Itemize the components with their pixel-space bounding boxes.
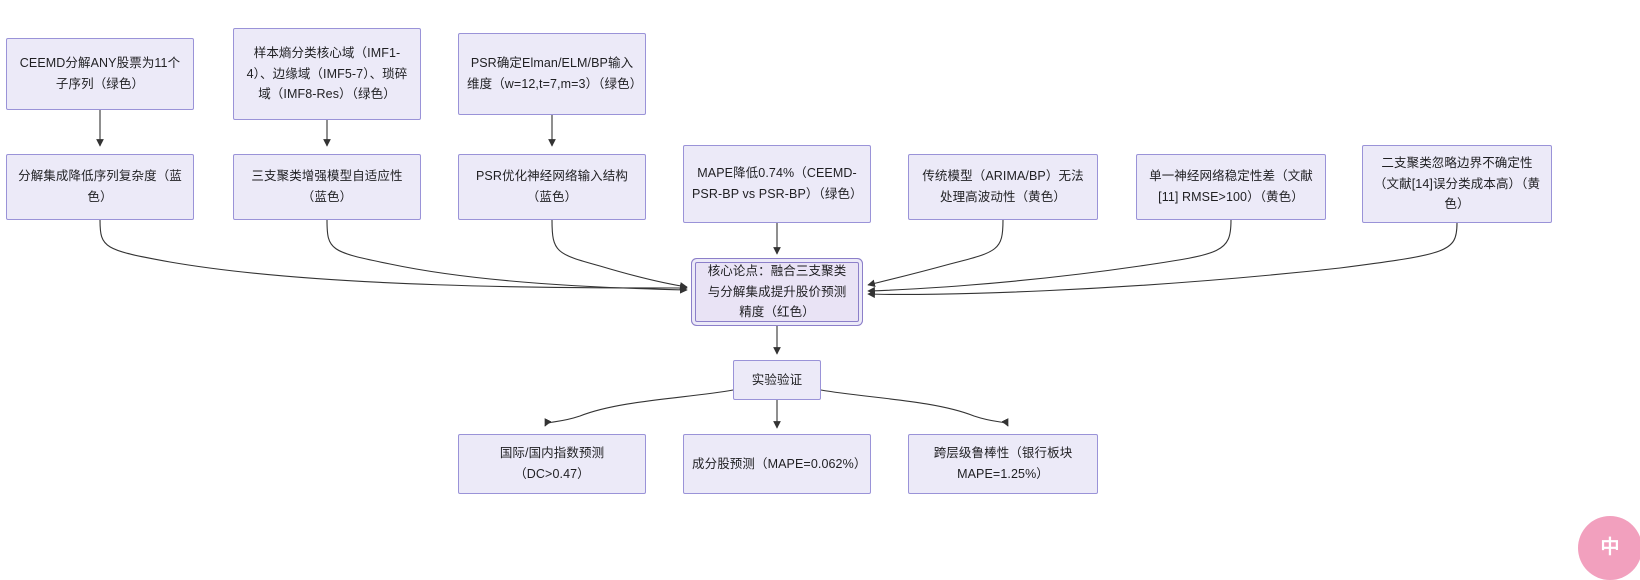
watermark-badge: 中 xyxy=(1578,516,1640,580)
node-n9[interactable]: 单一神经网络稳定性差（文献[11] RMSE>100）（黄色） xyxy=(1136,154,1326,220)
node-label: 单一神经网络稳定性差（文献[11] RMSE>100）（黄色） xyxy=(1149,169,1313,204)
node-n2[interactable]: 样本熵分类核心域（IMF1-4）、边缘域（IMF5-7）、琐碎域（IMF8-Re… xyxy=(233,28,421,120)
node-label: 二支聚类忽略边界不确定性（文献[14]误分类成本高）（黄色） xyxy=(1373,156,1541,212)
node-n7[interactable]: MAPE降低0.74%（CEEMD-PSR-BP vs PSR-BP）（绿色） xyxy=(683,145,871,223)
edge-exp-to-r1 xyxy=(544,389,734,427)
node-core[interactable]: 核心论点：融合三支聚类与分解集成提升股价预测精度（红色） xyxy=(695,262,859,322)
edge-n8-to-core xyxy=(867,219,1004,288)
edge-n5-to-core xyxy=(326,219,688,294)
node-r3[interactable]: 跨层级鲁棒性（银行板块MAPE=1.25%） xyxy=(908,434,1098,494)
edge-n4-to-core xyxy=(99,219,688,292)
node-label: PSR优化神经网络输入结构（蓝色） xyxy=(475,169,628,204)
edge-n9-to-core xyxy=(867,219,1232,295)
edge-n10-to-core xyxy=(867,222,1458,299)
node-label: 国际/国内指数预测（DC>0.47） xyxy=(499,446,605,481)
node-label: CEEMD分解ANY股票为11个子序列（绿色） xyxy=(19,56,181,91)
node-label: 核心论点：融合三支聚类与分解集成提升股价预测精度（红色） xyxy=(707,264,847,320)
node-label: PSR确定Elman/ELM/BP输入维度（w=12,t=7,m=3）（绿色） xyxy=(467,56,643,91)
node-r1[interactable]: 国际/国内指数预测（DC>0.47） xyxy=(458,434,646,494)
watermark-label: 中 xyxy=(1600,536,1620,558)
edge-n6-to-core xyxy=(551,219,688,290)
node-n6[interactable]: PSR优化神经网络输入结构（蓝色） xyxy=(458,154,646,220)
node-label: 成分股预测（MAPE=0.062%） xyxy=(692,456,867,471)
node-label: 三支聚类增强模型自适应性（蓝色） xyxy=(251,169,403,204)
node-label: 分解集成降低序列复杂度（蓝色） xyxy=(18,169,182,204)
node-label: 样本熵分类核心域（IMF1-4）、边缘域（IMF5-7）、琐碎域（IMF8-Re… xyxy=(246,46,408,102)
node-n5[interactable]: 三支聚类增强模型自适应性（蓝色） xyxy=(233,154,421,220)
node-n3[interactable]: PSR确定Elman/ELM/BP输入维度（w=12,t=7,m=3）（绿色） xyxy=(458,33,646,115)
node-n10[interactable]: 二支聚类忽略边界不确定性（文献[14]误分类成本高）（黄色） xyxy=(1362,145,1552,223)
node-label: 实验验证 xyxy=(751,372,803,387)
node-label: 传统模型（ARIMA/BP）无法处理高波动性（黄色） xyxy=(922,169,1084,204)
node-label: MAPE降低0.74%（CEEMD-PSR-BP vs PSR-BP）（绿色） xyxy=(692,166,863,201)
node-r2[interactable]: 成分股预测（MAPE=0.062%） xyxy=(683,434,871,494)
node-label: 跨层级鲁棒性（银行板块MAPE=1.25%） xyxy=(933,446,1073,481)
node-n4[interactable]: 分解集成降低序列复杂度（蓝色） xyxy=(6,154,194,220)
node-n1[interactable]: CEEMD分解ANY股票为11个子序列（绿色） xyxy=(6,38,194,110)
edge-exp-to-r3 xyxy=(820,389,1009,427)
node-exp[interactable]: 实验验证 xyxy=(733,360,821,400)
node-n8[interactable]: 传统模型（ARIMA/BP）无法处理高波动性（黄色） xyxy=(908,154,1098,220)
